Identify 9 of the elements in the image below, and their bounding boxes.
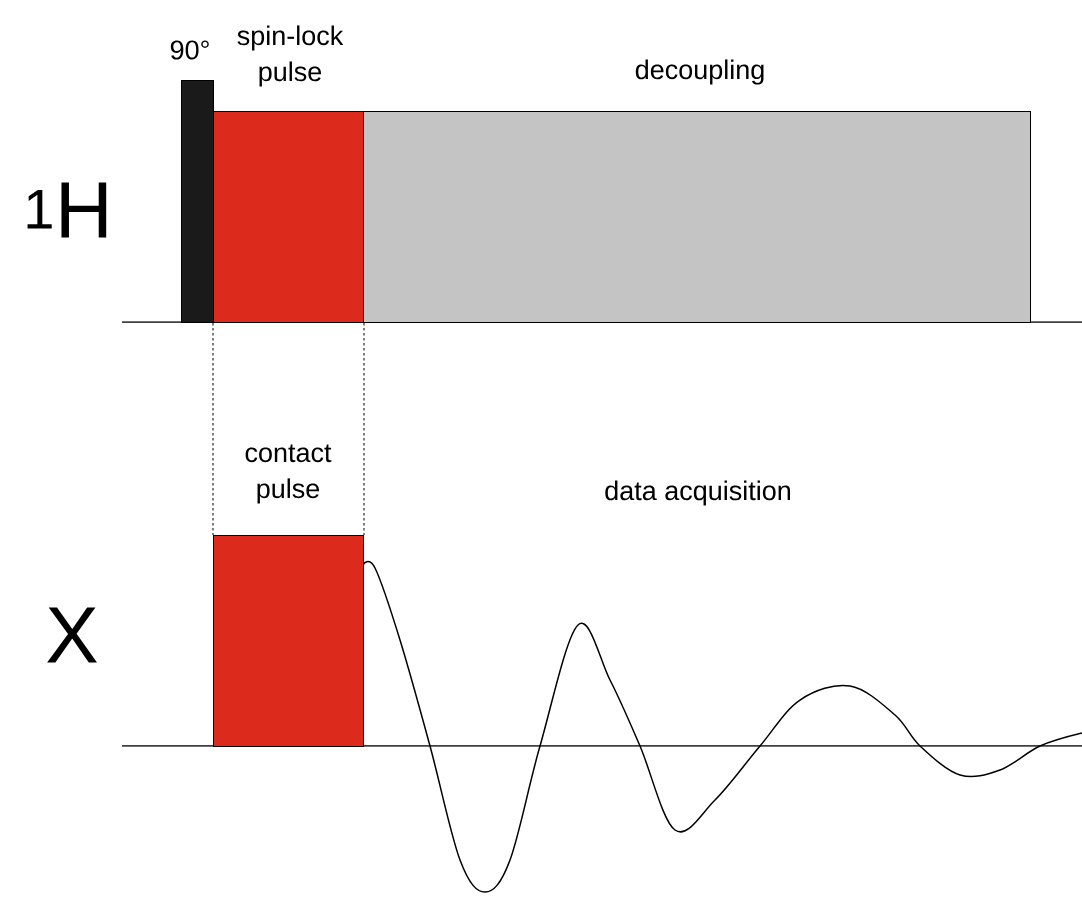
channel-label: X	[47, 607, 97, 663]
pulse-label: 90°	[170, 40, 209, 60]
pulse-label: decoupling	[635, 59, 764, 85]
section-label: data acquisition	[605, 480, 790, 506]
guide-line	[363, 322, 365, 536]
pulse-label: contact pulse	[245, 444, 332, 504]
pulse-label: spin-lock pulse	[237, 25, 344, 87]
channel-label: $^{1}$H	[27, 182, 107, 238]
guide-line	[212, 322, 214, 536]
